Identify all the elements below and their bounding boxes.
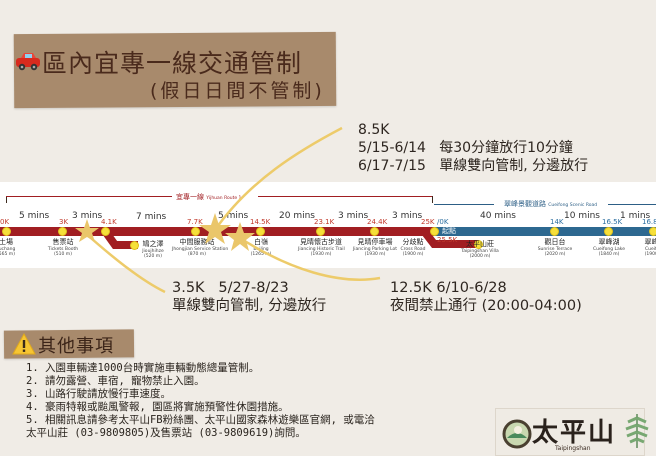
stop-4-1k[interactable] [101,227,110,236]
segment-time: 20 mins [279,211,315,221]
stop-label: 觀日台 Sunrise Terrace (2020 m) [537,238,573,257]
star-icon [75,219,99,242]
stop-cueifong-mountain[interactable] [649,227,656,236]
note-line: 夜間禁止通行 (20:00-04:00) [390,298,582,314]
section-label-yijhuan: 宜專一線 Yijhuan Route 1 [176,193,242,201]
logo-en: Taipingshan [555,445,591,452]
note-line: 5/15-6/14 每30分鐘放行10分鐘 [358,140,573,156]
list-item: 3. 山路行駛請放慢行車速度。 [26,388,171,400]
stop-label: 中間服務站 Jhongjian Service Station (870 m) [172,238,229,257]
stop-taipingshan-villa[interactable] [474,240,483,249]
route-branch-villa [420,229,478,248]
list-item: 5. 相關訊息請參考太平山FB粉絲團、太平山國家森林遊樂區官網, 或電洽 [26,414,375,426]
stop-jiancing-parking[interactable] [370,227,379,236]
bracket-tick [432,196,433,203]
fern-icon [625,414,649,448]
stop-sunrise-terrace[interactable] [550,227,559,236]
stop-jioujhihze[interactable] [130,241,139,250]
stop-label: 太平山莊 Taipingshan Villa (2000 m) [461,240,499,259]
stop-label: 土場 Tuchang (565 m) [0,238,16,257]
note-line: 6/17-7/15 單線雙向管制, 分邊放行 [358,158,589,174]
segment-time: 3 mins [392,211,423,221]
segment-time: 3 mins [338,211,369,221]
stop-cross-road[interactable] [430,227,439,236]
km-label: 16.8K [642,218,656,226]
logo-emblem-icon [502,419,532,449]
note-line: 3.5K 5/27-8/23 [172,280,289,296]
page-title: 區內宜專一線交通管制 [42,49,303,78]
stop-label: 售票站 Tickets Booth (510 m) [47,238,79,257]
warning-icon [12,333,36,355]
route-line-cueifong [435,227,656,236]
km-label: 7.7K [187,218,203,226]
segment-time: 40 mins [480,211,516,221]
stop-cueifong-lake[interactable] [604,227,613,236]
list-item: 4. 豪雨特報或颱風警報, 園區將實施預警性休園措施。 [26,401,289,413]
stop-tickets-booth[interactable] [58,227,67,236]
note-8-5k: 8.5K 5/15-6/14 每30分鐘放行10分鐘 6/17-7/15 單線雙… [358,121,588,175]
segment-time: 1 mins [620,211,651,221]
stop-jhongjian[interactable] [191,227,200,236]
logo-text: 太平山 [532,418,617,448]
stop-label: 鳩之澤 Jioujhihze (520 m) [142,240,164,259]
note-12-5k: 12.5K 6/10-6/28 夜間禁止通行 (20:00-04:00) [390,279,582,315]
km-label: 14.5K [250,218,271,226]
km-label: 4.1K [101,218,117,226]
star-icon [199,213,231,244]
stop-label: 翠峰湖 Cueifong Lake (1840 m) [593,238,625,257]
list-item: 太平山莊 (03-9809805)及售票站 (03-9809619)詢問。 [26,427,306,439]
bracket-line [6,196,172,197]
km-label: 25.5K [437,236,458,244]
other-items: 1. 入園車輛達1000台時實施車輛動態總量管制。 2. 請勿露營、車宿, 寵物… [26,362,375,440]
km-label: 16.5K [602,218,623,226]
km-label: 14K [550,218,564,226]
note-km: 8.5K [358,122,390,138]
note-3-5k: 3.5K 5/27-8/23 單線雙向管制, 分邊放行 [172,279,326,315]
bracket-tick [6,196,7,203]
list-item: 1. 入園車輛達1000台時實施車輛動態總量管制。 [26,362,260,374]
stop-bailing[interactable] [256,227,265,236]
bracket-line [434,204,494,205]
segment-time: 3 mins [72,211,103,221]
km-label: /0K [437,218,449,226]
bracket-line [608,204,656,205]
list-item: 2. 請勿露營、車宿, 寵物禁止入園。 [26,375,205,387]
car-icon [16,53,40,71]
km-label: 23.1K [314,218,335,226]
stop-label: 翠峰山 Cueifong (1900 m) [644,238,656,257]
stop-jiancing-trail[interactable] [316,227,325,236]
stop-tuchang[interactable] [2,227,11,236]
section-label-cueifong: 翠峰景觀道路 Cueifong Scenic Road [504,200,598,208]
km-label: 0K [0,218,10,226]
star-icon [225,222,255,251]
stop-label: 分歧點 Cross Road (1900 m) [400,238,426,257]
page-subtitle: (假日日間不管制) [150,80,325,102]
note-line: 單線雙向管制, 分邊放行 [172,298,327,314]
other-title: 其他事項 [38,336,114,357]
segment-time: 10 mins [564,211,600,221]
km-label: 25K [421,218,435,226]
km-label: 3K [59,218,69,226]
bracket-line [258,196,432,197]
km-label: 24.4K [367,218,388,226]
segment-time: 7 mins [136,212,167,222]
start-label: 起點 [442,227,456,235]
segment-time: 5 mins [19,211,50,221]
stop-label: 見晴停車場 Jiancing Parking Lot (1930 m) [352,238,398,257]
segment-time: 5 mins [218,211,249,221]
note-line: 12.5K 6/10-6/28 [390,280,507,296]
stop-label: 見晴懷古步道 Jiancing Historic Trail (1930 m) [298,238,345,257]
